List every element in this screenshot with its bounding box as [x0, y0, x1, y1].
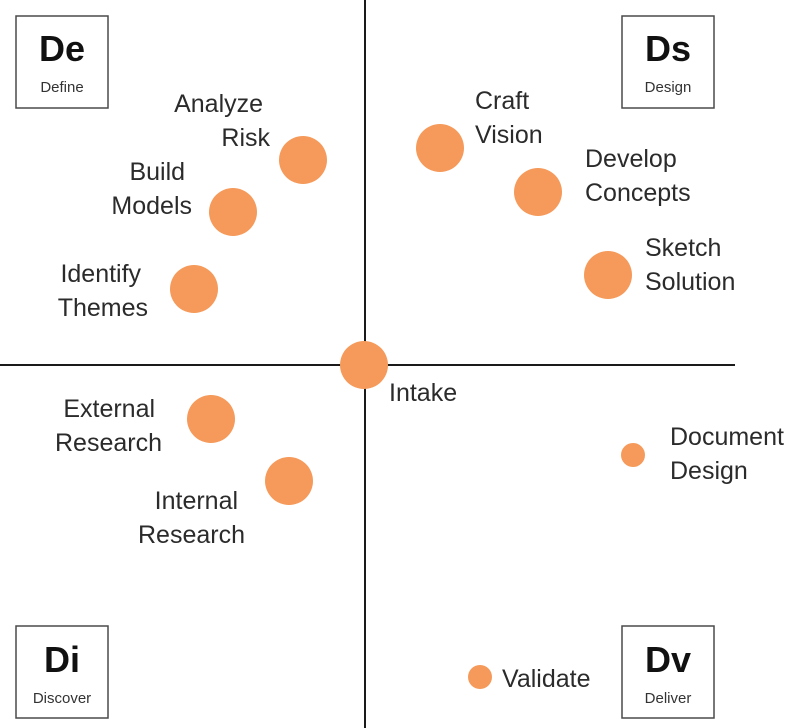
- phase-name: Design: [645, 79, 692, 96]
- node-label-craft-vision: Craft Vision: [475, 87, 543, 149]
- node-label-sketch-solution: Sketch Solution: [645, 234, 735, 296]
- node-external-research: [187, 395, 235, 443]
- node-sketch-solution: [584, 251, 632, 299]
- node-develop-concepts: [514, 168, 562, 216]
- phase-code: De: [39, 28, 85, 69]
- node-document-design: [621, 443, 645, 467]
- node-label-validate: Validate: [502, 665, 591, 693]
- phase-name: Deliver: [645, 690, 692, 707]
- phase-name: Define: [40, 79, 83, 96]
- phase-code: Ds: [645, 28, 691, 69]
- node-label-analyze-risk: Analyze Risk: [174, 90, 270, 152]
- node-build-models: [209, 188, 257, 236]
- node-identify-themes: [170, 265, 218, 313]
- phase-box-deliver: Dv Deliver: [621, 625, 715, 719]
- node-label-develop-concepts: Develop Concepts: [585, 145, 691, 207]
- node-label-document-design: Document Design: [670, 423, 791, 485]
- node-label-internal-research: Internal Research: [138, 487, 245, 549]
- node-intake: [340, 341, 388, 389]
- phase-code: Di: [44, 639, 80, 680]
- node-analyze-risk: [279, 136, 327, 184]
- phase-box-design: Ds Design: [621, 15, 715, 109]
- phase-box-discover: Di Discover: [15, 625, 109, 719]
- node-label-external-research: External Research: [55, 395, 162, 457]
- node-label-identify-themes: Identify Themes: [58, 260, 148, 322]
- phase-name: Discover: [33, 690, 91, 707]
- node-validate: [468, 665, 492, 689]
- phase-box-define: De Define: [15, 15, 109, 109]
- node-label-build-models: Build Models: [111, 158, 192, 220]
- node-label-intake: Intake: [389, 379, 457, 407]
- node-craft-vision: [416, 124, 464, 172]
- node-internal-research: [265, 457, 313, 505]
- phase-code: Dv: [645, 639, 691, 680]
